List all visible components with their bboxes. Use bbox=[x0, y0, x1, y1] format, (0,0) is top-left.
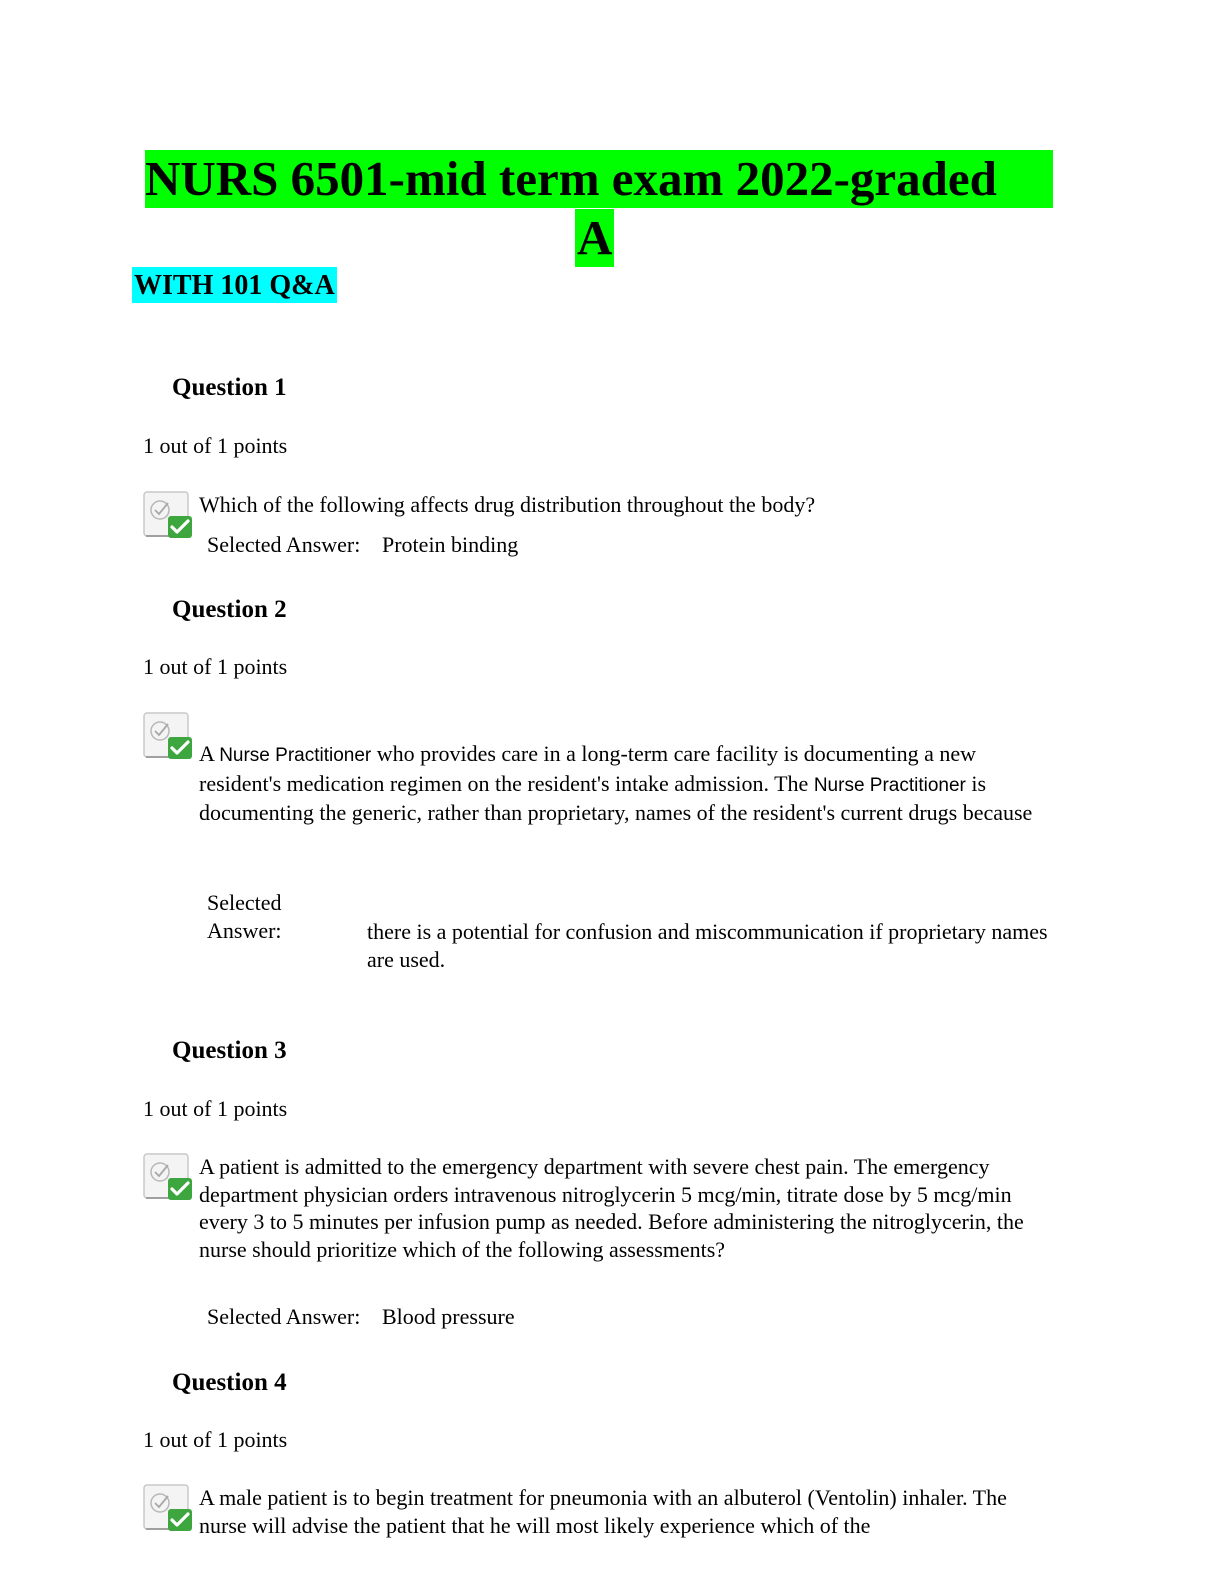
document-title-text: NURS 6501-mid term exam 2022-graded bbox=[145, 151, 997, 206]
question-4-heading: Question 4 bbox=[172, 1369, 287, 1396]
question-3-selected-label: Selected Answer: bbox=[207, 1304, 361, 1329]
document-title-line-2: A bbox=[575, 209, 615, 267]
correct-answer-check-icon bbox=[142, 490, 194, 542]
question-1-selected-answer: Protein binding bbox=[382, 532, 519, 557]
question-2-points: 1 out of 1 points bbox=[143, 654, 288, 679]
question-2-text-part: A bbox=[199, 741, 220, 766]
question-3-points: 1 out of 1 points bbox=[143, 1096, 288, 1121]
question-4-text: A male patient is to begin treatment for… bbox=[199, 1485, 1007, 1538]
question-4-points: 1 out of 1 points bbox=[143, 1427, 288, 1452]
document-title-line-1: NURS 6501-mid term exam 2022-graded bbox=[145, 150, 1053, 208]
question-2-selected-label-line-2: Answer: bbox=[207, 918, 282, 943]
question-1-heading: Question 1 bbox=[172, 374, 287, 401]
question-2-selected-label-line-1: Selected bbox=[207, 890, 282, 915]
question-1-selected-label: Selected Answer: bbox=[207, 532, 361, 557]
question-2-selected-answer: there is a potential for confusion and m… bbox=[367, 919, 1048, 972]
question-2-text: A Nurse Practitioner who provides care i… bbox=[199, 740, 1049, 827]
question-1-text: Which of the following affects drug dist… bbox=[199, 492, 816, 517]
question-2-text-part: Nurse Practitioner bbox=[219, 745, 372, 766]
question-2-text-part: is documenting the generic, rather than … bbox=[199, 770, 1033, 826]
question-2-heading: Question 2 bbox=[172, 596, 287, 623]
correct-answer-check-icon bbox=[142, 1483, 194, 1535]
question-2-text-part: Nurse Practitioner bbox=[813, 774, 966, 796]
document-subtitle: WITH 101 Q&A bbox=[132, 267, 337, 303]
question-3-selected-answer: Blood pressure bbox=[382, 1304, 515, 1329]
correct-answer-check-icon bbox=[142, 1152, 194, 1204]
question-3-text: A patient is admitted to the emergency d… bbox=[199, 1154, 1024, 1262]
question-1-points: 1 out of 1 points bbox=[143, 433, 288, 458]
correct-answer-check-icon bbox=[142, 711, 194, 763]
question-2-text-part: who provides care in a long-term care fa… bbox=[199, 741, 977, 796]
question-3-heading: Question 3 bbox=[172, 1037, 287, 1064]
